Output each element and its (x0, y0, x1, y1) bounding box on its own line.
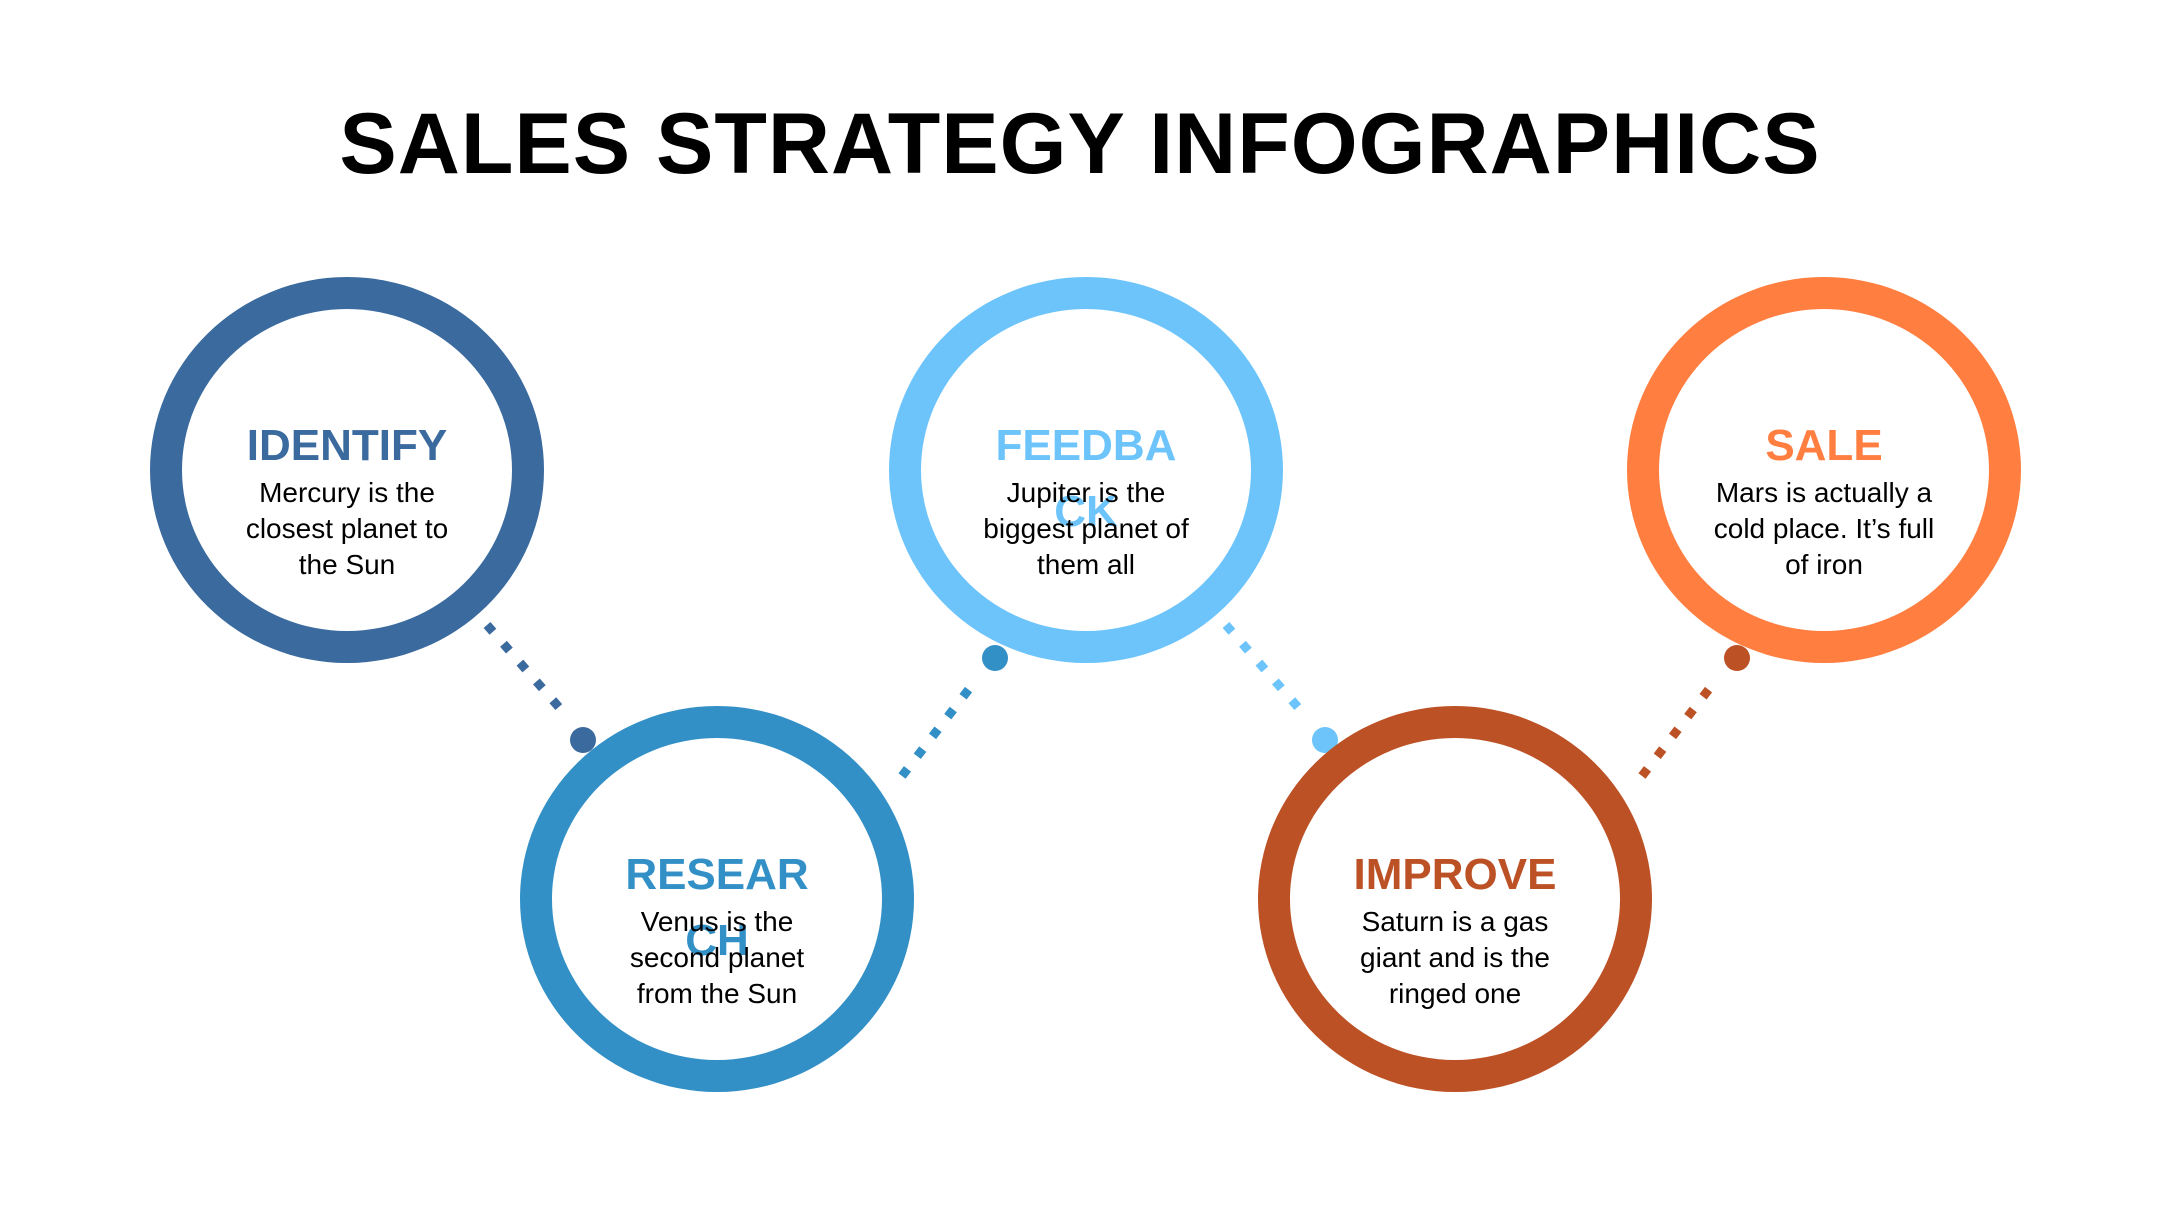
slide-title: SALES STRATEGY INFOGRAPHICS (339, 96, 1821, 192)
step-identify-circle: IDENTIFY Mercury is the closest planet t… (150, 277, 544, 663)
step-sale-circle: SALE Mars is actually a cold place. It’s… (1627, 277, 2021, 663)
step-feedback-title: FEEDBACK (995, 421, 1177, 536)
step-identify-title: IDENTIFY (246, 421, 448, 470)
connector-research-feedback (898, 645, 1008, 779)
step-sale-title: SALE (1765, 421, 1883, 470)
step-feedback-circle: FEEDBACK Jupiter is the biggest planet o… (889, 277, 1283, 663)
connector-improve-sale (1638, 645, 1750, 779)
step-improve-title: IMPROVE (1353, 850, 1557, 899)
step-research-circle: RESEARCH Venus is the second planet from… (520, 706, 914, 1092)
step-identify-description: Mercury is the closest planet to the Sun (245, 477, 449, 580)
connector-feedback-improve (1222, 622, 1338, 753)
step-feedback-description: Jupiter is the biggest planet of them al… (983, 477, 1189, 580)
step-improve-description: Saturn is a gas giant and is the ringed … (1360, 906, 1550, 1009)
step-research-description: Venus is the second planet from the Sun (629, 906, 805, 1009)
step-improve-circle: IMPROVE Saturn is a gas giant and is the… (1258, 706, 1652, 1092)
step-sale-description: Mars is actually a cold place. It’s full… (1713, 477, 1935, 580)
connector-identify-research (483, 622, 596, 753)
step-research-title: RESEARCH (625, 850, 809, 965)
